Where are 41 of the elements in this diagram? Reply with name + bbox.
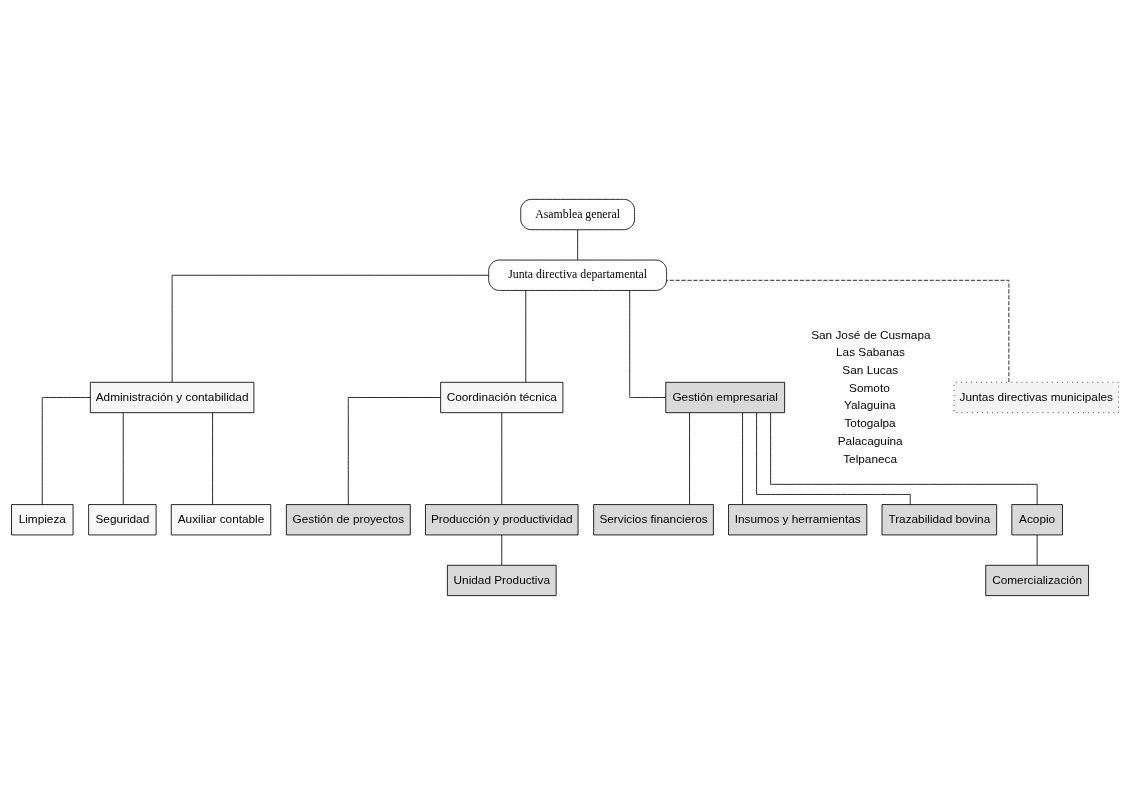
connector	[171, 274, 490, 383]
connector	[212, 411, 213, 505]
node-box: Acopio	[1011, 503, 1063, 535]
node-box: Coordinación técnica	[440, 381, 564, 413]
node-box: Producción y productividad	[425, 503, 579, 535]
connector	[122, 411, 124, 505]
node-box: Comercialización	[985, 564, 1089, 596]
node-box: Junta directiva departamental	[488, 259, 667, 291]
node-box: Servicios financieros	[593, 503, 714, 535]
connector	[742, 411, 743, 505]
connector	[577, 228, 579, 260]
label: Somoto	[849, 380, 890, 395]
node-box: Insumos y herramientas	[728, 503, 868, 535]
connector	[629, 289, 666, 398]
connector	[525, 289, 527, 382]
label: Palacaguina	[837, 433, 903, 448]
node-box: Auxiliar contable	[170, 503, 272, 535]
node-box: Juntas directivas municipales	[953, 381, 1119, 413]
connector	[41, 396, 91, 505]
label: Telpaneca	[843, 451, 898, 466]
label: San Lucas	[842, 362, 899, 377]
label: Yalaguina	[844, 397, 896, 412]
label: San José de Cusmapa	[811, 327, 931, 342]
connector	[347, 396, 441, 505]
connector	[1036, 534, 1038, 565]
node-box: Administración y contabilidad	[89, 381, 255, 413]
label: Totogalpa	[844, 415, 896, 430]
connector	[666, 279, 1010, 383]
node-box: Limpieza	[11, 503, 74, 535]
node-box: Asamblea general	[520, 198, 635, 230]
node-box: Unidad Productiva	[446, 564, 557, 596]
label: Las Sabanas	[836, 344, 905, 359]
connector	[689, 411, 690, 505]
node-box: Seguridad	[88, 503, 157, 535]
node-box: Trazabilidad bovina	[881, 503, 998, 535]
node-box: Gestión de proyectos	[285, 503, 411, 535]
node-box: Gestión empresarial	[665, 381, 786, 413]
connector	[501, 411, 503, 505]
connector	[501, 534, 503, 565]
connector	[756, 411, 911, 505]
connector	[770, 412, 1038, 505]
